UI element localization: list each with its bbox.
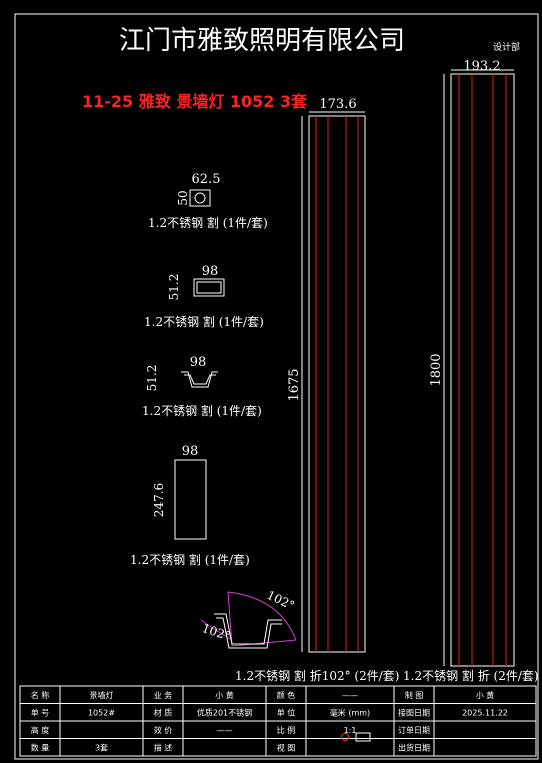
title-block: 名 称 景墙灯 业 务 小 黄 颜 色 —— 制 图 小 黄单 号 1052# 材 质 优质201不… (19, 685, 537, 757)
title-block-value: —— (217, 726, 233, 735)
panel-right-width-dim: 193.2 (463, 59, 500, 74)
title-block-key: 单 位 (277, 708, 296, 718)
title-block-key: 高 度 (31, 725, 50, 735)
plate-outline (174, 459, 207, 540)
title-block-key: 效 价 (154, 725, 173, 735)
drawing-frame (14, 13, 539, 760)
square-tube-hole (194, 192, 206, 204)
channel-width-dim: 98 (190, 355, 207, 370)
channel-height-dim: 51.2 (145, 365, 159, 392)
title-block-value: 3套 (95, 743, 108, 753)
rect-tube-inner (196, 281, 222, 294)
square-tube-height-dim: 50 (176, 190, 190, 205)
panel-left-width-dim: 173.6 (319, 97, 356, 112)
part-rect-tube: 98 51.2 1.2不锈钢 割 (1件/套) (144, 264, 264, 329)
title-block-value: 小 黄 (476, 690, 495, 700)
title-block-value: —— (342, 691, 358, 700)
title-block-key: 颜 色 (277, 690, 296, 700)
plate-width-dim: 98 (182, 444, 199, 459)
title-block-key: 业 务 (154, 690, 173, 700)
title-block-key: 订单日期 (398, 725, 430, 735)
channel-profile-outer (181, 371, 218, 388)
panel-left-height-dim: 1675 (287, 368, 302, 401)
square-tube-label: 1.2不锈钢 割 (1件/套) (148, 215, 268, 230)
title-block-key: 单 号 (31, 708, 50, 718)
panel-right-outline (450, 73, 515, 667)
company-title: 江门市雅致照明有限公司 (119, 26, 405, 56)
title-block-key: 描 述 (154, 743, 173, 753)
order-title: 11-25 雅致 景墙灯 1052 3套 (82, 92, 308, 111)
plate-height-dim: 247.6 (152, 483, 166, 517)
square-tube-width-dim: 62.5 (192, 172, 221, 187)
rect-tube-height-dim: 51.2 (167, 274, 181, 301)
panel-right-height-dim: 1800 (429, 353, 444, 386)
plate-label: 1.2不锈钢 割 (1件/套) (130, 552, 250, 567)
channel-profile-inner (184, 374, 216, 385)
angle-arc-upper (227, 591, 297, 647)
rect-tube-width-dim: 98 (202, 264, 219, 279)
part-plate: 98 247.6 1.2不锈钢 割 (1件/套) (130, 444, 250, 567)
title-block-key: 材 质 (154, 708, 173, 718)
part-panel-right: 193.2 1800 1.2不锈钢 割 折 (2件/套) (403, 59, 539, 683)
title-block-key: 接图日期 (398, 708, 430, 718)
title-block-value: 优质201不锈钢 (197, 708, 252, 718)
panel-left-label: 1.2不锈钢 割 折102° (2件/套) (235, 668, 399, 683)
part-angle-detail: 102° 102° (200, 588, 297, 649)
part-panel-left: 173.6 1675 1.2不锈钢 割 折102° (2件/套) (235, 97, 399, 683)
projection-circle-icon (341, 733, 349, 741)
panel-right-label: 1.2不锈钢 割 折 (2件/套) (403, 668, 539, 683)
rect-tube-label: 1.2不锈钢 割 (1件/套) (144, 314, 264, 329)
title-block-value: 小 黄 (215, 690, 234, 700)
angle-arc-lower (200, 619, 233, 641)
title-block-key: 出货日期 (398, 743, 430, 753)
title-block-key: 名 称 (31, 690, 50, 700)
title-block-value: 2025.11.22 (462, 709, 508, 718)
rect-tube-outer (193, 278, 225, 297)
department-label: 设计部 (493, 41, 520, 53)
angle-profile-outer (214, 613, 282, 645)
title-block-key: 比 例 (277, 725, 296, 735)
title-block-key: 视 图 (277, 743, 296, 753)
title-block-key: 数 量 (31, 743, 50, 753)
title-block-value: 景墙灯 (90, 690, 114, 700)
channel-label: 1.2不锈钢 割 (1件/套) (142, 403, 262, 418)
part-channel: 98 51.2 1.2不锈钢 割 (1件/套) (142, 355, 262, 418)
square-tube-outline (189, 189, 211, 207)
title-block-value: 毫米 (mm) (330, 708, 370, 718)
title-block-key: 制 图 (405, 690, 424, 700)
panel-left-outline (308, 115, 366, 653)
angle-dim-lower: 102° (200, 621, 232, 643)
angle-dim-upper: 102° (265, 588, 297, 613)
part-square-tube: 62.5 50 1.2不锈钢 割 (1件/套) (148, 172, 268, 230)
title-block-value: 1:1 (344, 726, 357, 735)
projection-rect-icon (355, 732, 371, 742)
angle-profile-inner (216, 617, 282, 649)
title-block-value: 1052# (88, 709, 115, 718)
